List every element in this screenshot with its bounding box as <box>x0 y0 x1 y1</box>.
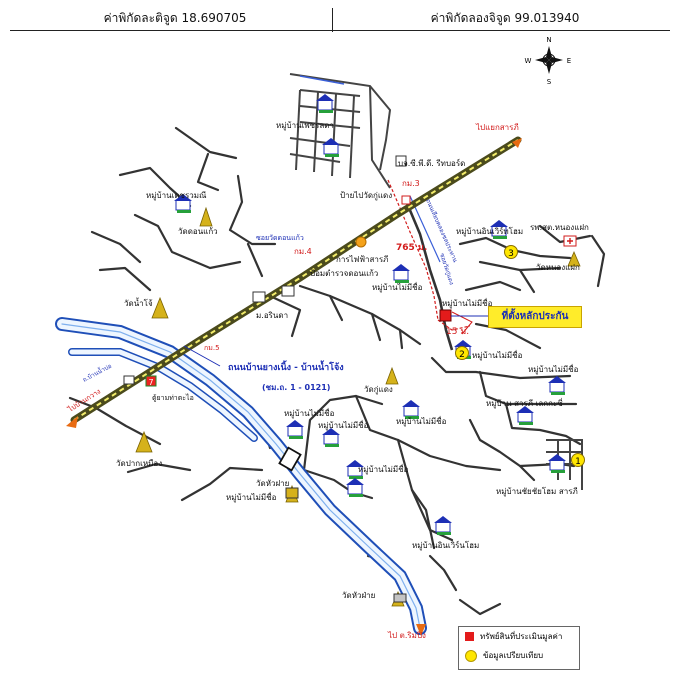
label-road-code: (ชม.ถ. 1 - 0121) <box>262 383 330 392</box>
svg-text:1: 1 <box>575 457 581 467</box>
canal-top-left <box>299 75 345 85</box>
label-wat-pak-muang: วัดปากเหมือง <box>116 459 162 468</box>
svg-text:3: 3 <box>508 249 514 259</box>
main-highway <box>70 136 522 424</box>
irrigation-road-line <box>409 195 441 263</box>
subject-marker <box>439 309 488 322</box>
label-ban-unnamed-3: หมู่บ้านไม่มีชื่อ <box>528 363 579 375</box>
label-765: 765 ม. <box>396 243 427 253</box>
legend-asset-label: ทรัพย์สินที่ประเมินมูลค่า <box>480 632 563 641</box>
compass-n: N <box>546 36 551 44</box>
label-ban-chai-home: หมู่บ้านชัยชัยโฮม สารภี <box>496 486 578 497</box>
compass-e: E <box>567 57 571 65</box>
legend-row-comparison: ข้อมูลเปรียบเทียบ <box>459 646 579 665</box>
svg-text:2: 2 <box>459 350 465 360</box>
bridge <box>278 446 302 472</box>
label-wat-hua-fai-bottom: วัดหัวฝ่าย <box>342 591 375 600</box>
label-wat-nam-bo: วัดน้ำโจ้ <box>124 297 153 308</box>
comparison-marker-1: 1 <box>571 453 585 467</box>
label-15: 15 ม. <box>446 327 469 337</box>
label-ban-near-subject: หมู่บ้านไม่มีชื่อ <box>442 297 493 309</box>
label-hospital: รพ.สต.หนองแฝก <box>530 223 589 232</box>
svg-text:7: 7 <box>148 378 153 387</box>
legend-comparison-label: ข้อมูลเปรียบเทียบ <box>483 651 544 660</box>
housing-grid-top <box>289 73 392 189</box>
leader-line-road <box>183 345 221 367</box>
label-ban-dao-rawee: หมู่บ้านเดชรวมณี <box>146 191 207 201</box>
label-electric: การไฟฟ้าสารภี <box>336 255 388 264</box>
legend-row-asset: ทรัพย์สินที่ประเมินมูลค่า <box>459 627 579 646</box>
compass-icon: N S E W <box>525 36 572 86</box>
label-police: ป้อมตำรวจดอนแก้ว <box>310 269 378 278</box>
longitude-text: ค่าพิกัดลองจิจูด 99.013940 <box>430 11 580 25</box>
label-km5: กม.5 <box>204 344 220 352</box>
label-ban-phet: หมู่บ้านเพชรลดา <box>276 121 334 131</box>
label-wat-nong-faek: วัดหนองแฝก <box>536 263 580 272</box>
label-bkk-sale: บจ.ซี.พี.ดี. รีทบอร์ด <box>398 158 465 168</box>
arrow-to-ban-kwang <box>66 416 78 428</box>
access-road <box>387 179 473 351</box>
label-m-arinda: ม.อรินดา <box>256 311 288 320</box>
latitude-text: ค่าพิกัดละติจูด 18.690705 <box>103 11 247 25</box>
map-labels: หมู่บ้านเพชรลดา บจ.ซี.พี.ดี. รีทบอร์ด กม… <box>65 121 589 640</box>
label-irrigation: ถ.บ้านน้ำบ่อ <box>80 360 113 384</box>
compass-w: W <box>525 57 532 65</box>
label-ban-unnamed-1: หมู่บ้านไม่มีชื่อ <box>372 281 423 293</box>
label-ban-unnamed-5: หมู่บ้านไม่มีชื่อ <box>318 419 369 431</box>
asset-swatch <box>465 632 474 641</box>
label-to-sarapi: ไปแยกสารภี <box>475 123 519 132</box>
arrow-to-ratpong <box>416 624 426 636</box>
label-sarapi-lek: หมู่บ้าน สารภี เลกกะซี่ <box>486 397 563 409</box>
facility-icon: 7 <box>123 155 577 603</box>
label-ban-unnamed-4: หมู่บ้านไม่มีชื่อ <box>284 407 335 419</box>
label-in-wan-top: หมู่บ้านอินเวิร์ทโฮม <box>456 226 523 237</box>
comparison-marker-2: 2 <box>455 346 469 360</box>
label-road-name: ถนนบ้านยางเนิ้ง - บ้านน้ำโจ้ง <box>228 360 344 373</box>
comparison-marker-3: 3 <box>504 245 518 259</box>
label-soi-wat-don-kaeo: ซอยวัดดอนแก้ว <box>256 234 304 242</box>
label-ban-unnamed-2: หมู่บ้านไม่มีชื่อ <box>472 349 523 361</box>
label-km3: กม.3 <box>402 179 420 188</box>
label-tukta: ตู้ยามท่าตะไอ <box>152 393 194 402</box>
label-sign-wat-ku-daeng: ป้ายไปวัดกู่แดง <box>340 191 392 201</box>
label-ban-unnamed-6: หมู่บ้านไม่มีชื่อ <box>396 415 447 427</box>
label-ban-unnamed-8: หมู่บ้านไม่มีชื่อ <box>358 463 409 475</box>
house-icon <box>174 94 566 535</box>
label-ban-unnamed-7: หมู่บ้านไม่มีชื่อ <box>226 491 277 503</box>
subject-label-box: ที่ตั้งหลักประกัน <box>488 306 582 328</box>
label-wat-ku-daeng: วัดกู่แดง <box>364 385 393 395</box>
compass-s: S <box>547 78 552 86</box>
arrow-to-sarapi <box>512 138 522 148</box>
label-km4: กม.4 <box>294 247 312 256</box>
coordinate-bar: ค่าพิกัดละติจูด 18.690705 ค่าพิกัดลองจิจ… <box>10 6 670 31</box>
label-wat-don-kaeo: วัดดอนแก้ว <box>178 227 218 236</box>
map-legend: ทรัพย์สินที่ประเมินมูลค่า ข้อมูลเปรียบเท… <box>458 626 580 670</box>
label-in-wan-home: หมู่บ้านอินเวิร์นโฮม <box>412 540 479 551</box>
label-wat-hua-fai: วัดหัวฝาย <box>256 479 289 488</box>
label-to-ratpong: ไป ต.ริมปิง <box>387 631 426 640</box>
comparison-swatch <box>465 649 477 662</box>
coordinate-divider <box>332 8 333 32</box>
